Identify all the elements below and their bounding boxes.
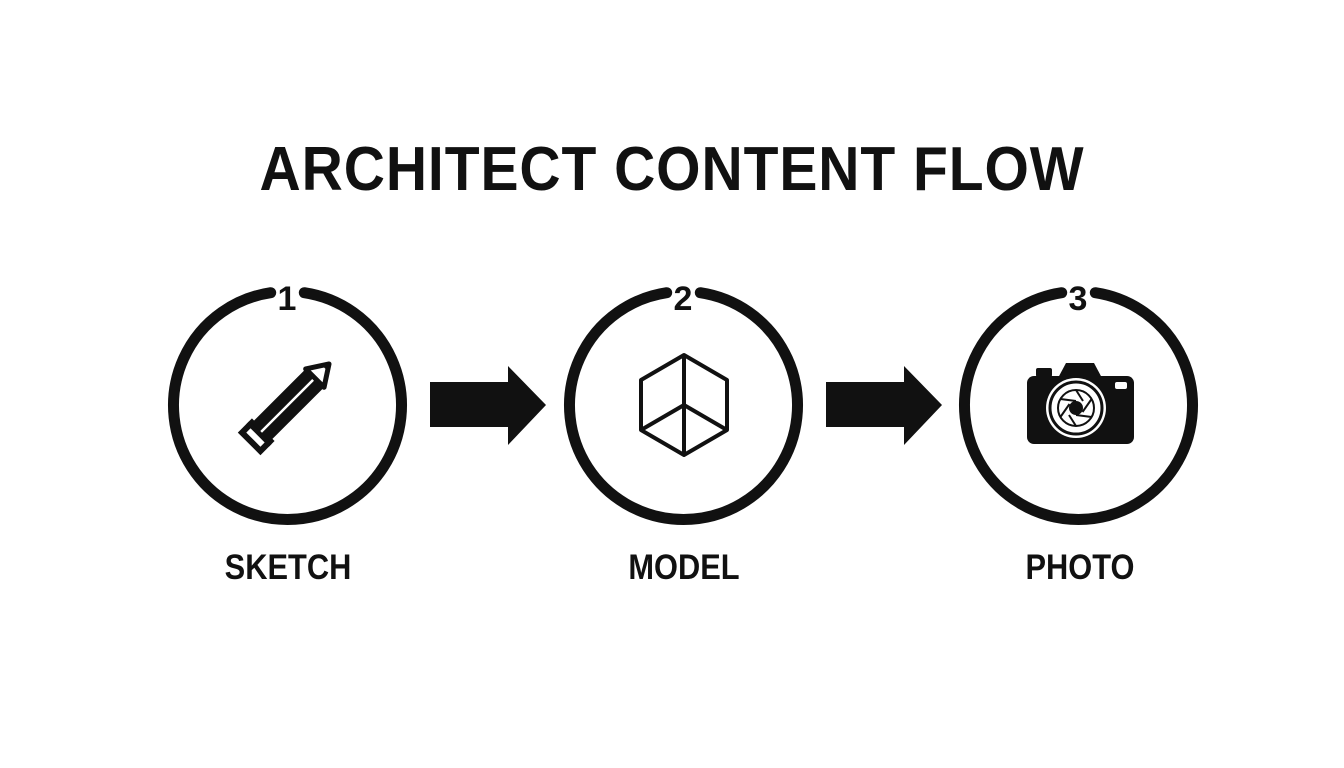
pencil-icon [237, 361, 332, 456]
arrow-right-icon [826, 366, 942, 445]
step-1-number: 1 [277, 280, 297, 318]
step-1-ring [168, 287, 407, 525]
step-3-number: 3 [1068, 280, 1088, 318]
page-title: ARCHITECT CONTENT FLOW [259, 135, 1085, 204]
step-3-ring [959, 287, 1198, 525]
step-1-label: SKETCH [224, 548, 352, 587]
arrow-right-icon [430, 366, 546, 445]
step-2-number: 2 [673, 280, 693, 318]
step-2-label: MODEL [628, 548, 740, 587]
camera-icon [1027, 363, 1134, 444]
cube-icon [639, 353, 729, 457]
step-2-ring [564, 287, 803, 525]
step-3-label: PHOTO [1025, 548, 1135, 587]
